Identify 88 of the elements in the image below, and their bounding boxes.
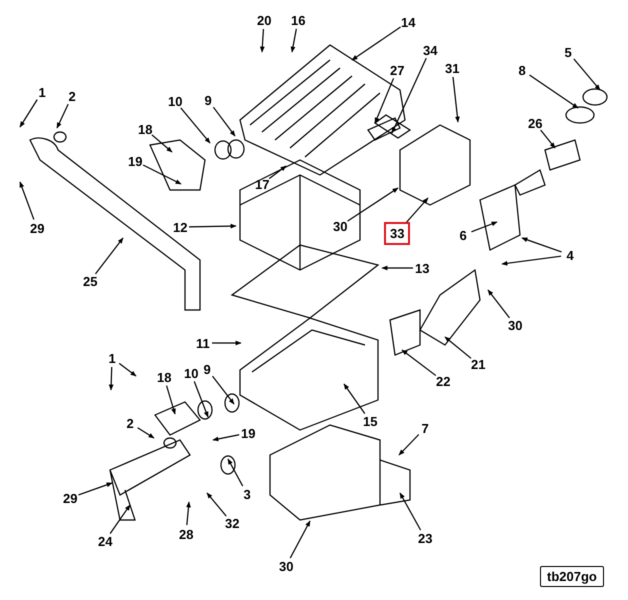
leader-line <box>142 164 182 185</box>
callout-number: 18 <box>157 370 172 384</box>
callout-number: 1 <box>38 84 46 100</box>
leader-line <box>406 198 428 223</box>
callout-number: 23 <box>418 530 432 546</box>
leader-line <box>381 266 413 270</box>
callout-number: 8 <box>518 62 526 78</box>
callout-number: 17 <box>255 176 270 192</box>
leader-line <box>399 492 422 530</box>
callout-number: 29 <box>63 490 78 506</box>
callout-number: 29 <box>30 220 44 236</box>
leader-line <box>398 434 420 456</box>
callout-number: 27 <box>390 62 404 78</box>
leader-line <box>521 237 562 253</box>
callout-number: 14 <box>401 14 416 30</box>
callout-number: 22 <box>436 374 450 388</box>
leader-line <box>212 434 240 442</box>
leader-line <box>391 58 427 134</box>
leader-line <box>402 350 436 376</box>
leader-line <box>374 78 394 124</box>
callout-number: 32 <box>225 516 240 530</box>
callout-number: 19 <box>128 154 142 168</box>
leader-line <box>260 28 265 53</box>
leader-line <box>471 221 498 232</box>
leader-line <box>212 106 236 136</box>
callout-number: 19 <box>241 426 256 440</box>
leader-line <box>137 427 154 438</box>
callout-number: 33 <box>384 222 410 244</box>
leader-line <box>212 340 242 346</box>
callout-number: 7 <box>422 420 429 436</box>
leader-line <box>540 130 556 148</box>
leader-line <box>452 76 460 123</box>
leader-line <box>194 381 209 418</box>
leader-line <box>206 492 227 516</box>
leader-line <box>95 238 124 274</box>
leader-line <box>188 224 237 228</box>
callout-number: 5 <box>564 44 572 60</box>
callout-number: 3 <box>244 486 251 502</box>
leader-line <box>488 290 510 318</box>
callout-number: 2 <box>126 416 134 430</box>
leader-line <box>110 504 130 534</box>
callout-number: 18 <box>138 122 152 136</box>
leader-line <box>352 26 401 60</box>
callout-number: 24 <box>98 534 112 548</box>
callout-number: 28 <box>179 526 194 542</box>
leader-line <box>212 376 234 404</box>
leader-line <box>529 74 578 108</box>
leader-line <box>268 166 286 180</box>
callout-number: 11 <box>196 336 210 350</box>
leader-line <box>501 256 562 266</box>
callout-number: 26 <box>528 116 542 130</box>
leader-line <box>108 366 114 391</box>
callout-number: 30 <box>333 218 348 234</box>
callout-number: 6 <box>460 228 467 242</box>
leader-line <box>20 99 38 128</box>
leader-line <box>166 385 176 415</box>
callout-number: 20 <box>257 12 272 28</box>
callout-number: 9 <box>204 362 211 376</box>
callout-number: 15 <box>363 414 378 428</box>
leader-line <box>186 501 191 526</box>
callout-number: 30 <box>279 558 294 574</box>
figure-code: tb207go <box>540 566 604 587</box>
leader-line <box>290 28 297 53</box>
callout-number: 4 <box>566 248 574 262</box>
callout-number: 2 <box>68 88 76 104</box>
leader-line <box>444 336 472 359</box>
leader-line <box>290 520 311 558</box>
leader-line <box>344 384 366 414</box>
callout-number: 21 <box>471 356 486 372</box>
leader-line <box>56 104 69 129</box>
leader-line <box>180 108 210 144</box>
callout-number: 25 <box>83 274 98 288</box>
leader-line <box>573 58 600 90</box>
leader-line <box>118 362 136 376</box>
callout-number: 31 <box>445 60 460 76</box>
leader-line <box>347 188 398 222</box>
callout-number: 1 <box>108 350 116 366</box>
leader-line <box>19 181 34 220</box>
callout-number: 30 <box>508 318 522 332</box>
leader-line <box>227 458 244 486</box>
callout-number: 10 <box>184 366 198 380</box>
leader-line <box>78 482 113 496</box>
callout-number: 9 <box>204 92 212 108</box>
callout-number: 34 <box>423 42 438 58</box>
callout-number: 12 <box>173 220 188 234</box>
callout-number: 13 <box>415 260 430 276</box>
callout-number: 16 <box>291 12 306 28</box>
callout-number: 10 <box>168 94 182 108</box>
